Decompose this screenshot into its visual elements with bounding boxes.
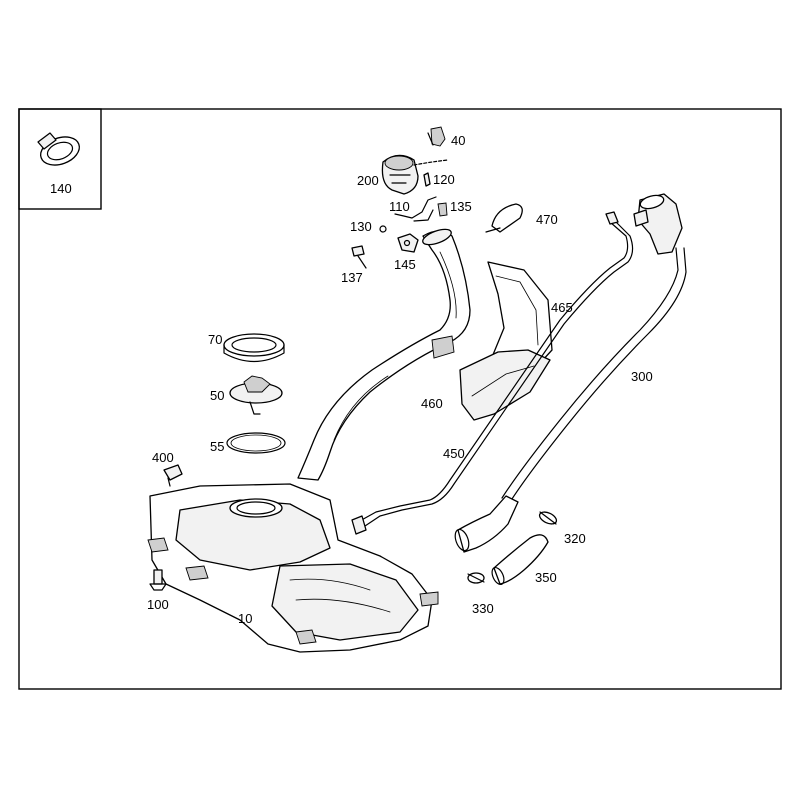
cable-tie-470-icon — [485, 203, 523, 233]
callout-330: 330 — [472, 601, 494, 616]
callout-10: 10 — [238, 611, 252, 626]
callout-50: 50 — [210, 388, 224, 403]
hose-upper-icon — [454, 495, 519, 553]
washer-130-icon — [379, 225, 387, 233]
callout-135: 135 — [450, 199, 472, 214]
bracket-110-icon — [394, 196, 437, 222]
callout-100: 100 — [147, 597, 169, 612]
clip-135-icon — [437, 202, 448, 217]
callout-300: 300 — [631, 369, 653, 384]
sender-unit-200-icon — [381, 154, 449, 195]
clip-40-icon — [427, 126, 446, 147]
callout-110: 110 — [389, 199, 410, 214]
flange-50-icon — [229, 375, 283, 415]
callout-40: 40 — [451, 133, 465, 148]
callout-460: 460 — [421, 396, 443, 411]
callout-350: 350 — [535, 570, 557, 585]
callout-400: 400 — [152, 450, 174, 465]
filler-neck-pipe-icon — [297, 228, 471, 481]
inset-box — [18, 108, 102, 210]
bolt-100-icon — [149, 569, 167, 591]
vent-line-450-icon — [351, 211, 634, 535]
locking-ring-70-icon — [223, 333, 285, 362]
callout-55: 55 — [210, 439, 224, 454]
breather-pipe-300-icon — [501, 193, 687, 503]
callout-130: 130 — [350, 219, 372, 234]
callout-145: 145 — [394, 257, 416, 272]
callout-labels: 140 40 200 120 110 135 130 470 145 137 4… — [50, 133, 653, 626]
clamp-320-icon — [538, 511, 558, 525]
callout-120: 120 — [433, 172, 455, 187]
seal-ring-55-icon — [226, 432, 286, 454]
clamp-140-icon — [37, 132, 80, 166]
valve-400-icon — [163, 464, 183, 487]
bracket-145-icon — [397, 233, 419, 253]
callout-320: 320 — [564, 531, 586, 546]
callout-70: 70 — [208, 332, 222, 347]
callout-470: 470 — [536, 212, 558, 227]
callout-465: 465 — [551, 300, 573, 315]
bolt-120-icon — [423, 172, 431, 187]
fuel-tank-10-icon — [147, 483, 439, 653]
clamp-330-icon — [467, 572, 485, 584]
callout-200: 200 — [357, 173, 379, 188]
callout-140: 140 — [50, 181, 72, 196]
screw-137-icon — [351, 245, 367, 269]
diagram-frame — [18, 108, 782, 690]
hose-350-icon — [491, 534, 549, 586]
callout-450: 450 — [443, 446, 465, 461]
callout-137: 137 — [341, 270, 363, 285]
